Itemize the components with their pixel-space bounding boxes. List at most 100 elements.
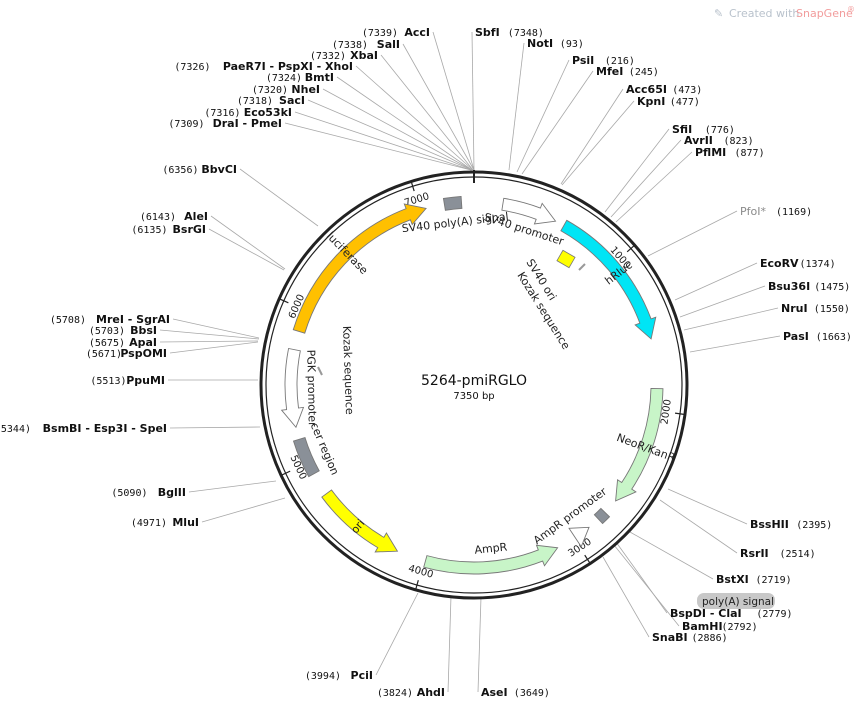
site-acc65i-leader [560, 88, 624, 185]
site-sbfi-name: SbfI [475, 26, 500, 39]
site-rsrii-name: RsrII [740, 547, 769, 560]
feature-sv40-poly-a-signal-shape [442, 195, 463, 211]
site-pspomi: PspOMI(5671) [86, 347, 167, 360]
site-asei-name: AseI [481, 686, 508, 699]
site-avrii-name: AvrII [684, 134, 713, 147]
site-bsu36i-leader [679, 285, 766, 318]
site-bmti: BmtI(7324) [266, 71, 334, 84]
site-pfoi-leader [647, 210, 738, 257]
site-rsrii-position: (2514) [780, 549, 816, 560]
site-paer7i-pspxi-xhoi-position: (7326) [174, 62, 210, 73]
site-bbsi: BbsI(5703) [89, 324, 157, 337]
poly-a-pill-bg [697, 593, 775, 609]
site-bsu36i-name: Bsu36I [768, 280, 810, 293]
site-eco53ki-name: Eco53kI [244, 106, 292, 119]
site-mfei-position: (245) [629, 67, 659, 78]
ruler-tick-7000 [410, 182, 415, 192]
site-bsshii-position: (2395) [796, 520, 832, 531]
site-bbvci-name: BbvCI [201, 163, 237, 176]
site-drai-pmei-name: DraI - PmeI [213, 117, 282, 130]
watermark-icon: ✎ [714, 7, 723, 20]
ruler-tick-5000 [281, 470, 291, 476]
ruler-label-2000: 2000 [659, 399, 673, 426]
ruler-tick-1000 [626, 245, 635, 253]
site-sfii-leader [604, 128, 670, 213]
site-asei-leader [477, 596, 482, 693]
site-mlui-position: (4971) [131, 518, 167, 529]
site-ahdi: AhdI(3824) [377, 686, 445, 699]
site-noti-name: NotI [527, 37, 553, 50]
site-bamhi: BamHI(2792) [682, 620, 758, 633]
ruler-tick-4000 [415, 580, 419, 590]
site-bstxi: BstXI(2719) [716, 573, 792, 586]
site-apai: ApaI(5675) [89, 336, 157, 349]
feature-poly-a-signal-shape [593, 507, 611, 525]
kozak-luciferase-label: Kozak sequence [340, 326, 356, 415]
watermark: ✎ Created with SnapGene ® [714, 5, 855, 20]
site-acci-leader [432, 31, 475, 171]
site-bbvci: BbvCI(6356) [162, 163, 237, 176]
watermark-brand: SnapGene [796, 7, 853, 20]
ruler-tick-6000 [279, 298, 289, 304]
site-nhei-leader [322, 88, 473, 171]
site-pfoi: PfoI*(1169) [740, 205, 812, 218]
site-bglii: BglII(5090) [111, 486, 186, 499]
site-avrii-position: (823) [724, 136, 754, 147]
site-bbsi-leader [159, 329, 260, 340]
site-acc65i: Acc65I(473) [626, 83, 702, 96]
site-pflmi-position: (877) [735, 148, 765, 159]
site-noti-leader [508, 42, 525, 171]
feature-pgk-promoter: PGK promoter [280, 347, 319, 429]
site-psii-position: (216) [605, 56, 635, 67]
site-bamhi-position: (2792) [722, 622, 758, 633]
site-psii: PsiI(216) [572, 54, 635, 67]
ruler-tick-2000 [674, 412, 685, 415]
site-acci-position: (7339) [362, 28, 398, 39]
site-mlui-leader [201, 497, 286, 523]
site-rsrii-leader [659, 499, 738, 554]
site-drai-pmei-leader [284, 122, 472, 171]
site-ahdi-leader [447, 595, 452, 693]
site-pcii-leader [375, 592, 419, 676]
site-eco53ki-position: (7316) [204, 108, 240, 119]
plasmid-name: 5264-pmiRGLO [421, 373, 527, 389]
site-pspomi-leader [169, 341, 259, 354]
site-pasi-leader [689, 335, 781, 353]
site-ahdi-position: (3824) [377, 688, 413, 699]
site-mfei: MfeI(245) [596, 65, 659, 78]
site-pflmi-name: PflMI [695, 146, 726, 159]
feature-cer-region-shape [292, 436, 320, 478]
feature-hrluc: hRluc [560, 219, 657, 340]
site-ppumi-position: (5513) [90, 376, 126, 387]
site-nrui-name: NruI [781, 302, 808, 315]
site-bglii-name: BglII [158, 486, 186, 499]
poly-a-pill-label: poly(A) signal [702, 596, 774, 608]
site-mrei-sgrai: MreI - SgrAI(5708) [50, 313, 170, 326]
site-bglii-leader [188, 480, 277, 493]
feature-ampr-label: AmpR [474, 540, 508, 556]
site-ecorv: EcoRV(1374) [760, 257, 836, 270]
site-mrei-sgrai-leader [172, 318, 260, 339]
site-alei-name: AleI [184, 210, 208, 223]
site-drai-pmei: DraI - PmeI(7309) [168, 117, 282, 130]
feature-ori-shape [321, 489, 399, 553]
site-snabi-position: (2886) [692, 633, 728, 644]
site-saci-name: SacI [279, 94, 305, 107]
site-pflmi: PflMI (877) [695, 146, 765, 159]
ruler-tick-3000 [584, 554, 591, 564]
site-bsrgi-position: (6135) [131, 225, 167, 236]
site-rsrii: RsrII (2514) [740, 547, 816, 560]
site-kpni: KpnI(477) [637, 95, 700, 108]
site-paer7i-pspxi-xhoi: PaeR7I - PspXI - XhoI(7326) [174, 60, 353, 73]
site-bbvci-leader [239, 168, 319, 227]
site-bsu36i: Bsu36I (1475) [768, 280, 850, 293]
feature-ampr-promoter-shape [568, 526, 590, 548]
site-bsu36i-position: (1475) [814, 282, 850, 293]
site-bsrgi: BsrGI(6135) [131, 223, 206, 236]
site-bspdi-clai-leader [615, 541, 668, 614]
site-nhei-position: (7320) [252, 85, 288, 96]
sv40-ori-box [556, 249, 576, 269]
site-ecorv-leader [674, 262, 758, 301]
site-leader-lines [159, 31, 781, 693]
site-xbai-position: (7332) [310, 51, 346, 62]
